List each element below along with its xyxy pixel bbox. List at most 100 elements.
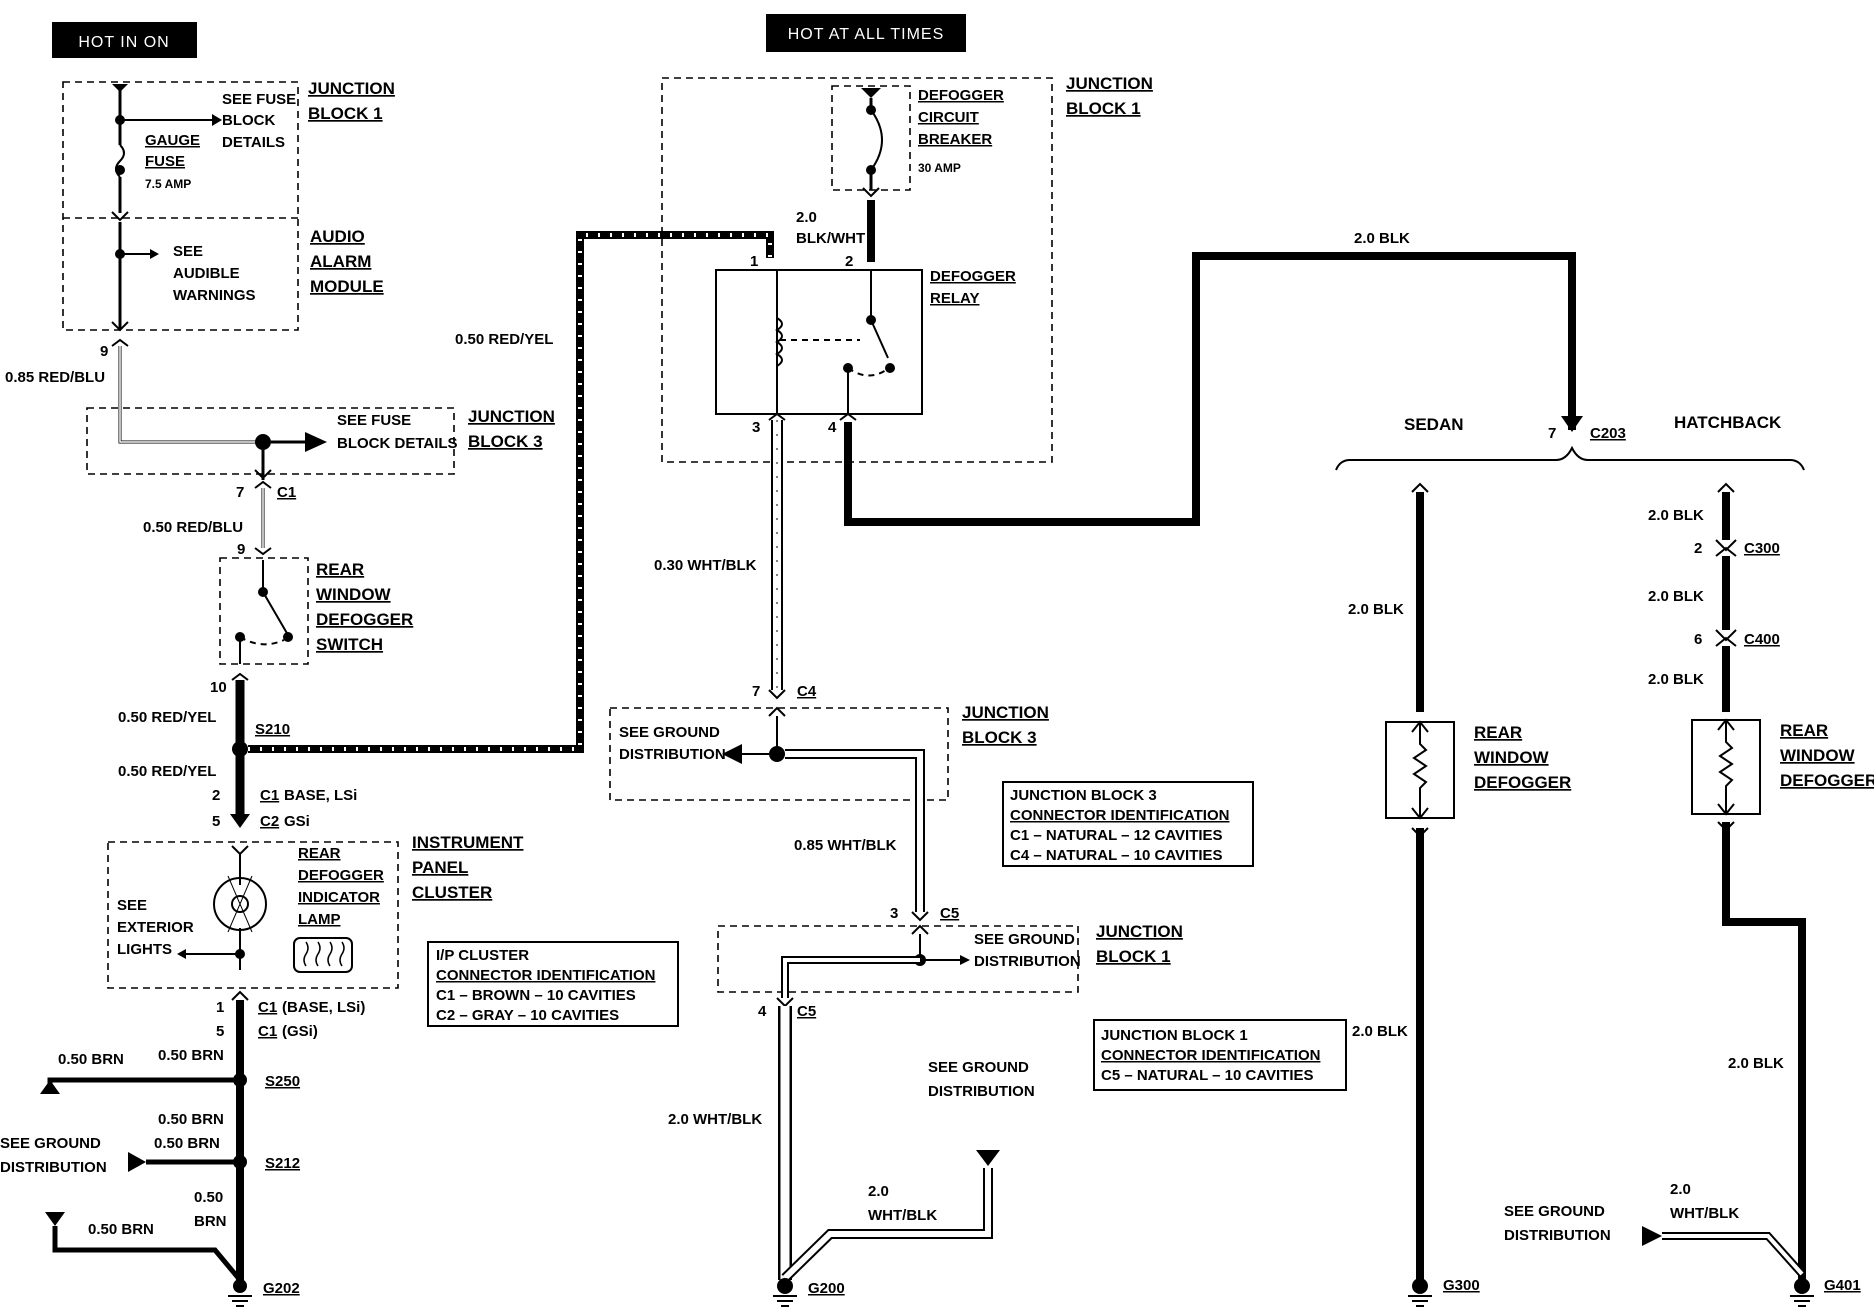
jb1-conn-subtitle: CONNECTOR IDENTIFICATION [1101,1047,1320,1064]
jb1-top-label-1: JUNCTION [1066,74,1153,93]
connector-c2-gsi-suffix: GSi [284,813,310,830]
rear-window-defogger-switch [219,557,309,665]
jb1-bottom-label-2: BLOCK 1 [1096,947,1171,966]
ground-arrow-up-icon [40,1080,60,1094]
see-fuse-block-2: BLOCK [222,112,275,129]
arrow-down-icon [230,814,250,828]
junction-block-3-left: JUNCTION BLOCK 3 [86,407,555,475]
wire-label-20-blk-h1: 2.0 BLK [1648,507,1704,524]
see-ground-center-1: SEE GROUND [928,1059,1029,1076]
wire-label-050-red-yel-a: 0.50 RED/YEL [118,709,216,726]
instrument-panel-cluster [107,841,399,989]
connector-c300-icon [1715,539,1737,557]
arrow-right-icon [960,955,970,965]
ip-cluster-info-box: I/P CLUSTER CONNECTOR IDENTIFICATION C1 … [427,941,679,1027]
circuit-breaker-label-1: DEFOGGER [918,87,1004,104]
ground-symbol-icon [773,1295,797,1307]
jb1-connector-info-box: JUNCTION BLOCK 1 CONNECTOR IDENTIFICATIO… [1093,1019,1347,1091]
connector-chevron-icon [111,211,129,222]
ground-g300: G300 [1443,1277,1480,1294]
connector-chevron-icon [1717,482,1735,493]
variant-hatchback: HATCHBACK [1674,413,1782,432]
connector-c1: C1 [277,484,296,501]
jb1-top-label-2: BLOCK 1 [1066,99,1141,118]
wire-label-20-wht-blk: 2.0 WHT/BLK [668,1111,762,1128]
ground-arrow-icon [1642,1226,1662,1246]
see-ground-right-2: DISTRIBUTION [1504,1227,1611,1244]
connector-chevron-icon [231,672,249,681]
wire-label-050-red-yel-b: 0.50 RED/YEL [118,763,216,780]
wire-label-050-brn-d: 0.50 BRN [154,1135,220,1152]
connector-c5-bottom: C5 [797,1003,816,1020]
audio-alarm-label-2: ALARM [310,252,371,271]
see-fuse-block-3: DETAILS [222,134,285,151]
connector-chevron-icon [1411,482,1429,493]
pin-1-c1: 1 [216,999,224,1016]
ground-symbol-icon [1790,1295,1814,1307]
indicator-lamp-label-1: REAR [298,845,341,862]
sedan-defogger-label-3: DEFOGGER [1474,773,1571,792]
connector-c2-gsi: C2 [260,813,279,830]
pin-3-relay: 3 [752,419,760,436]
see-audible-1: SEE [173,243,203,260]
header-hot-at-all-times: HOT AT ALL TIMES [766,14,966,52]
connector-c5-top: C5 [940,905,959,922]
circuit-breaker-label-3: BREAKER [918,131,992,148]
see-ground-jb3-2: DISTRIBUTION [619,746,726,763]
pin-3-c5: 3 [890,905,898,922]
jb1-bottom-label-1: JUNCTION [1096,922,1183,941]
connector-chevron-icon [111,338,129,347]
jb3-conn-line-2: C4 – NATURAL – 10 CAVITIES [1010,847,1223,864]
wire-label-050-red-yel-top: 0.50 RED/YEL [455,331,553,348]
see-exterior-lights-3: LIGHTS [117,941,172,958]
wire-label-20-blk-h2: 2.0 BLK [1648,588,1704,605]
wire-label-050-brn-b: 0.50 BRN [158,1047,224,1064]
connector-chevron-icon [768,689,786,700]
wire-label-050-red-blu: 0.50 RED/BLU [143,519,243,536]
pin-7-c203: 7 [1548,425,1556,442]
sedan-defogger-label-2: WINDOW [1474,748,1550,767]
pin-1-relay: 1 [750,253,758,270]
wire-label-20-blk-top: 2.0 BLK [1354,230,1410,247]
switch-label-4: SWITCH [316,635,383,654]
connector-c1-gsi-2-suffix: (GSi) [282,1023,318,1040]
jb1-left-label-1: JUNCTION [308,79,395,98]
wire-label-050-e: 0.50 [194,1189,223,1206]
pin-2-relay: 2 [845,253,853,270]
wire-label-20-blk-sedan: 2.0 BLK [1348,601,1404,618]
wire-label-20-blk-h-low: 2.0 BLK [1728,1055,1784,1072]
indicator-lamp-label-4: LAMP [298,911,341,928]
connector-chevron-icon [776,997,794,1008]
connector-chevron-icon [862,187,880,198]
gauge-fuse-label-1: GAUGE [145,132,200,149]
jb3-left-label-1: JUNCTION [468,407,555,426]
connector-c1-base-suffix: BASE, LSi [284,787,357,804]
indicator-lamp-label-3: INDICATOR [298,889,380,906]
switch-label-2: WINDOW [316,585,392,604]
circuit-breaker-label-2: CIRCUIT [918,109,979,126]
connector-chevron-icon [254,480,272,489]
pin-9-switch: 9 [237,541,245,558]
see-audible-3: WARNINGS [173,287,256,304]
pin-5-c1: 5 [216,1023,224,1040]
ip-cluster-title: I/P CLUSTER [436,947,529,964]
jb3-mid-label-2: BLOCK 3 [962,728,1037,747]
defog-symbol-icon [293,937,353,973]
wire-label-20-center-b: WHT/BLK [868,1207,937,1224]
hatchback-defogger-label-2: WINDOW [1780,746,1856,765]
connector-c300: C300 [1744,540,1780,557]
jb3-conn-line-1: C1 – NATURAL – 12 CAVITIES [1010,827,1223,844]
connector-chevron-icon [254,469,272,480]
wire-label-085-red-blu: 0.85 RED/BLU [5,369,105,386]
arrow-down-icon [1561,416,1583,432]
wire-label-050-brn-f: 0.50 BRN [88,1221,154,1238]
header-hot-in-on: HOT IN ON [52,22,197,58]
junction-block-3-middle: JUNCTION BLOCK 3 [609,703,1049,801]
jb3-conn-subtitle: CONNECTOR IDENTIFICATION [1010,807,1229,824]
arrow-right-icon [212,114,222,126]
see-exterior-lights-1: SEE [117,897,147,914]
wire-label-20-right-b: WHT/BLK [1670,1205,1739,1222]
junction-block-1-top: JUNCTION BLOCK 1 [661,74,1153,463]
arrow-right-icon [305,432,327,452]
